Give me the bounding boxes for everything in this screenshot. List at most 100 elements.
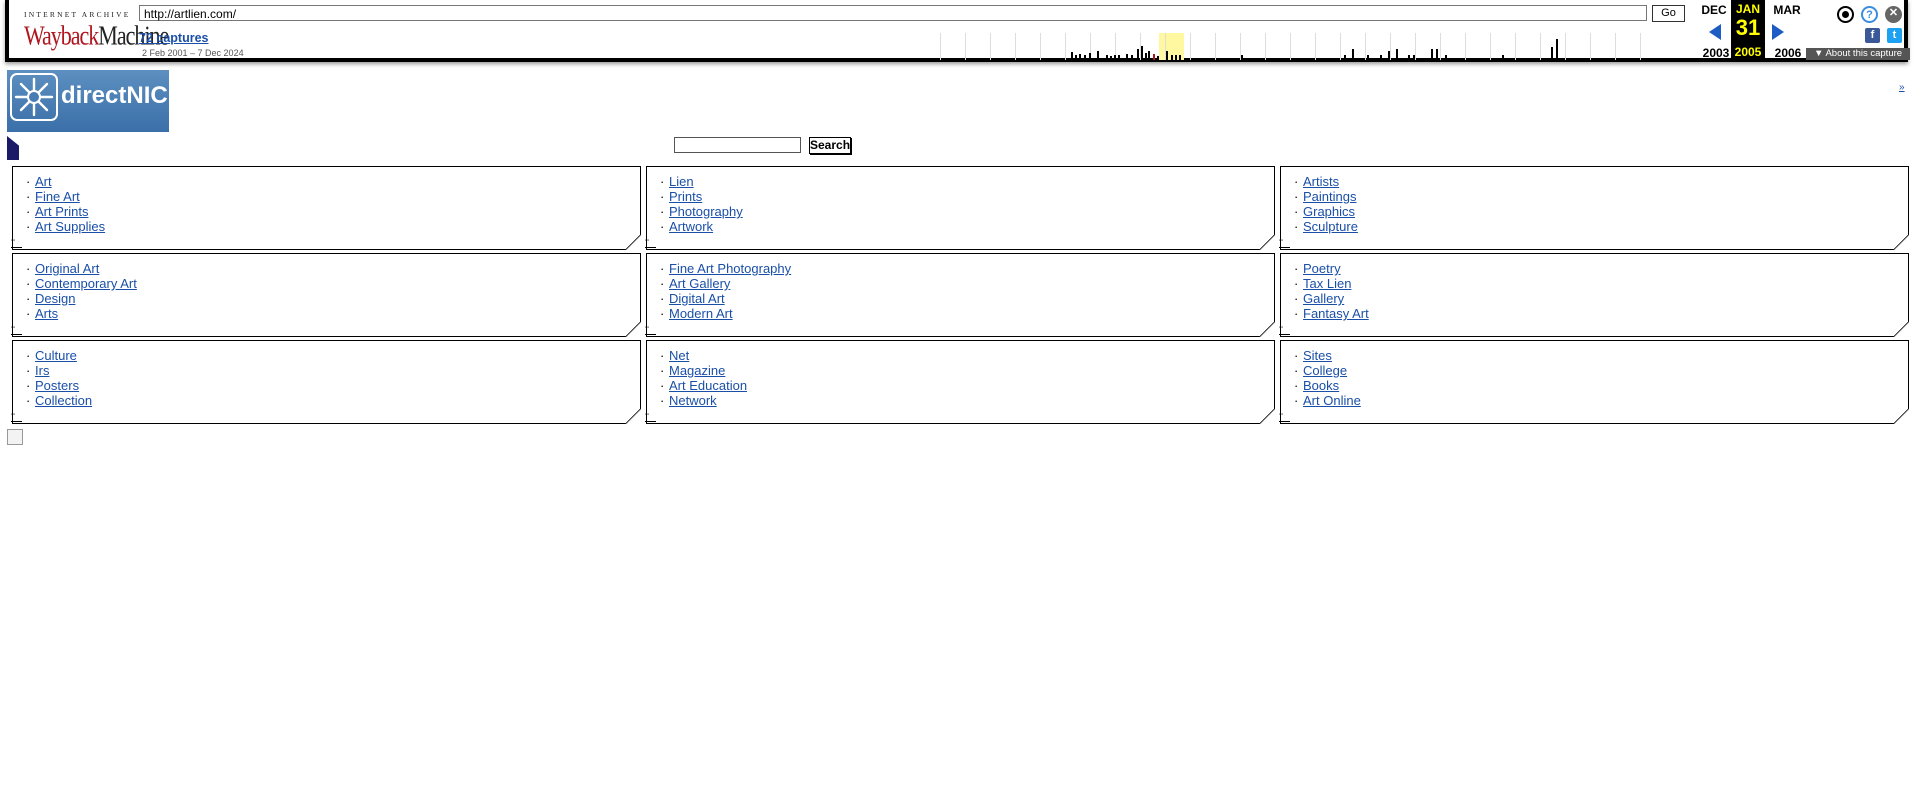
category-link[interactable]: Collection	[35, 393, 93, 408]
go-button[interactable]: Go	[1652, 5, 1685, 22]
category-link[interactable]: Contemporary Art	[35, 276, 137, 291]
bullet-icon: ·	[1294, 378, 1299, 393]
category-link[interactable]: Arts	[35, 306, 59, 321]
category-link[interactable]: Art Online	[1303, 393, 1361, 408]
sparkline-capture-bar	[1084, 55, 1086, 60]
category-link[interactable]: Art Prints	[35, 204, 89, 219]
link-box: ·Fine Art Photography·Art Gallery· Digita…	[645, 253, 1275, 337]
link-list-item: ·Fine Art Photography	[660, 261, 1274, 276]
box-corner-icon: ▫▫	[1279, 238, 1290, 248]
captures-link[interactable]: 72 captures	[139, 31, 209, 45]
next-capture-arrow-icon[interactable]	[1772, 24, 1784, 40]
sparkline-capture-bar	[1148, 51, 1150, 60]
category-link[interactable]: Network	[669, 393, 717, 408]
sparkline-year-divider	[1315, 33, 1316, 60]
sparkline-year-divider	[1565, 33, 1566, 60]
bullet-icon: ·	[660, 291, 665, 306]
category-link[interactable]: Art	[35, 174, 52, 189]
box-corner-icon: ▫▫	[1279, 325, 1290, 335]
wayback-logo[interactable]: INTERNET ARCHIVE WaybackMachine	[24, 10, 169, 52]
box-corner-icon: ▫▫	[11, 325, 22, 335]
category-link[interactable]: Artists	[1303, 174, 1340, 189]
link-box: ·Net·Magazine·Art Education·Network▫▫	[645, 340, 1275, 424]
user-icon[interactable]	[1837, 6, 1854, 23]
sparkline-capture-bar	[1551, 47, 1553, 60]
sparkline-capture-bar	[1179, 55, 1181, 60]
category-link[interactable]: Net	[669, 348, 690, 363]
category-link[interactable]: Design	[35, 291, 76, 306]
current-capture-date: JAN 31 2005	[1731, 0, 1765, 62]
next-month-label[interactable]: MAR	[1773, 3, 1801, 17]
category-link[interactable]: Tax Lien	[1303, 276, 1352, 291]
category-link[interactable]: Magazine	[669, 363, 726, 378]
close-icon[interactable]: ✕	[1885, 6, 1902, 23]
link-list-item: ·Magazine	[660, 363, 1274, 378]
capture-sparkline[interactable]	[934, 33, 1689, 60]
category-link[interactable]: Irs	[35, 363, 50, 378]
category-link[interactable]: Fantasy Art	[1303, 306, 1369, 321]
category-link[interactable]: Graphics	[1303, 204, 1356, 219]
facebook-icon[interactable]: f	[1865, 28, 1880, 43]
bullet-icon: ·	[1294, 348, 1299, 363]
prev-year-label[interactable]: 2003	[1702, 46, 1730, 60]
twitter-icon[interactable]: t	[1887, 28, 1902, 43]
link-list-item: · Artwork	[660, 219, 1274, 234]
sparkline-year-divider	[1340, 33, 1341, 60]
category-link[interactable]: Digital Art	[669, 291, 725, 306]
url-input[interactable]: http://artlien.com/	[139, 5, 1647, 21]
category-link[interactable]: Art Education	[669, 378, 748, 393]
category-link[interactable]: Paintings	[1303, 189, 1357, 204]
sparkline-capture-bar	[1106, 55, 1108, 60]
sparkline-year-divider	[1265, 33, 1266, 60]
category-link[interactable]: Fine Art Photography	[669, 261, 792, 276]
category-link[interactable]: Original Art	[35, 261, 100, 276]
category-link[interactable]: Prints	[669, 189, 703, 204]
link-list-item: ·Net	[660, 348, 1274, 363]
link-box: ·Culture·Irs·Posters·Collection▫▫	[11, 340, 641, 424]
category-link[interactable]: Art Gallery	[669, 276, 731, 291]
category-link[interactable]: Sculpture	[1303, 219, 1358, 234]
sparkline-capture-bar	[1380, 55, 1382, 60]
bullet-icon: ·	[660, 219, 665, 234]
category-link[interactable]: Modern Art	[669, 306, 733, 321]
category-link[interactable]: Sites	[1303, 348, 1332, 363]
bullet-icon: ·	[1294, 219, 1299, 234]
category-link[interactable]: Art Supplies	[35, 219, 106, 234]
search-button[interactable]: Search	[809, 137, 851, 154]
link-list: ·Fine Art Photography·Art Gallery· Digita…	[647, 254, 1274, 321]
next-year-label[interactable]: 2006	[1774, 46, 1802, 60]
search-input[interactable]	[674, 137, 801, 153]
category-link[interactable]: Posters	[35, 378, 80, 393]
category-link[interactable]: Photography	[669, 204, 743, 219]
category-link[interactable]: Books	[1303, 378, 1340, 393]
help-icon[interactable]: ?	[1861, 6, 1878, 23]
corner-link[interactable]: »	[1899, 82, 1905, 93]
link-list-item: ·Art Gallery	[660, 276, 1274, 291]
link-list-item: · Sites	[1294, 348, 1908, 363]
category-link[interactable]: Fine Art	[35, 189, 80, 204]
bullet-icon: ·	[1294, 174, 1299, 189]
sparkline-year-divider	[1615, 33, 1616, 60]
category-link[interactable]: Lien	[669, 174, 694, 189]
category-link[interactable]: Artwork	[669, 219, 714, 234]
wayback-logo-wordmark: WaybackMachine	[24, 19, 169, 51]
prev-capture-arrow-icon[interactable]	[1709, 24, 1721, 40]
sparkline-capture-bar	[1071, 52, 1073, 60]
category-link[interactable]: Poetry	[1303, 261, 1341, 276]
category-link[interactable]: College	[1303, 363, 1348, 378]
box-corner-icon: ▫▫	[11, 238, 22, 248]
wayback-toolbar: INTERNET ARCHIVE WaybackMachine http://a…	[5, 0, 1910, 62]
capture-date-range: 2 Feb 2001 – 7 Dec 2024	[142, 48, 244, 58]
directnic-logo[interactable]: directNIC	[7, 70, 169, 132]
bullet-icon: ·	[660, 189, 665, 204]
link-list: ·Artists·Paintings·Graphics·Sculpture	[1281, 167, 1908, 234]
link-list-item: ·Art Supplies	[26, 219, 640, 234]
sparkline-year-divider	[1190, 33, 1191, 60]
category-link[interactable]: Culture	[35, 348, 77, 363]
box-corner-icon: ▫▫	[645, 412, 656, 422]
link-list-item: · Digital Art	[660, 291, 1274, 306]
category-link[interactable]: Gallery	[1303, 291, 1345, 306]
prev-month-label[interactable]: DEC	[1701, 3, 1727, 17]
about-capture-button[interactable]: ▼ About this capture	[1806, 48, 1910, 60]
sparkline-capture-bar	[1344, 55, 1346, 60]
